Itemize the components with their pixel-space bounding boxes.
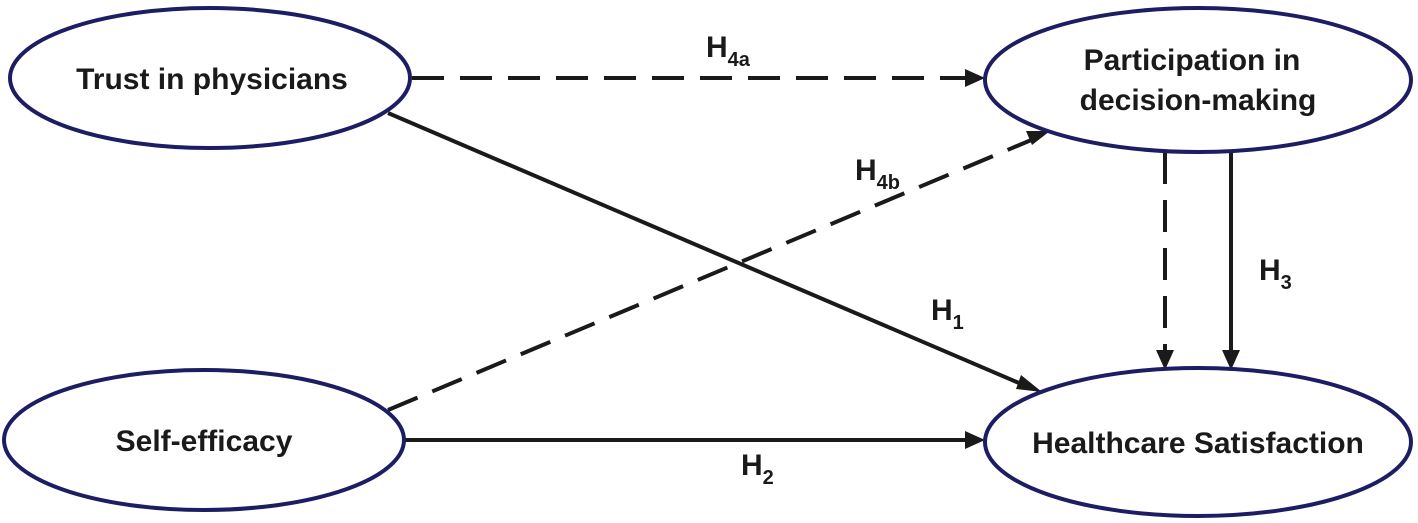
node-trust-label: Trust in physicians xyxy=(76,63,348,96)
label-h2-main: H xyxy=(741,449,763,482)
label-h3: H3 xyxy=(1259,254,1292,294)
node-self-efficacy-label: Self-efficacy xyxy=(116,425,293,458)
label-h4b: H4b xyxy=(855,154,900,194)
edges xyxy=(387,69,1240,449)
edge-labels: H4a H4b H1 H3 H2 xyxy=(706,31,1292,489)
edge-h1-trust-to-satisfaction xyxy=(387,111,1027,388)
label-h1-main: H xyxy=(931,294,953,327)
label-h4b-main: H xyxy=(855,154,877,187)
label-h4a-sub: 4a xyxy=(728,49,751,71)
node-participation-ellipse xyxy=(983,6,1413,154)
label-h2: H2 xyxy=(741,449,774,489)
arrowhead-h1 xyxy=(1016,375,1042,392)
node-participation-label-line2: decision-making xyxy=(1080,84,1317,117)
label-h4b-sub: 4b xyxy=(877,172,900,194)
label-h1: H1 xyxy=(931,294,964,334)
node-satisfaction-label: Healthcare Satisfaction xyxy=(1032,427,1364,460)
arrowhead-mediation xyxy=(1156,350,1174,370)
arrowhead-h4b xyxy=(1026,131,1050,145)
arrowhead-h3 xyxy=(1222,350,1240,370)
node-self-efficacy-ellipse xyxy=(2,368,406,512)
node-participation-label-line1: Participation in xyxy=(1084,44,1301,77)
label-h2-sub: 2 xyxy=(763,467,774,489)
arrowhead-h2 xyxy=(965,431,985,449)
nodes: Trust in physicians Self-efficacy Partic… xyxy=(2,6,1413,518)
label-h1-sub: 1 xyxy=(953,312,964,334)
node-participation-in-decision-making: Participation in decision-making xyxy=(983,6,1413,154)
node-satisfaction-ellipse xyxy=(983,366,1413,518)
node-healthcare-satisfaction: Healthcare Satisfaction xyxy=(983,366,1413,518)
edge-h4b-self-efficacy-to-participation xyxy=(387,136,1037,412)
label-h3-main: H xyxy=(1259,254,1281,287)
node-trust-in-physicians: Trust in physicians xyxy=(8,6,412,150)
label-h4a: H4a xyxy=(706,31,751,71)
node-self-efficacy: Self-efficacy xyxy=(2,368,406,512)
node-trust-ellipse xyxy=(8,6,412,150)
label-h4a-main: H xyxy=(706,31,728,64)
label-h3-sub: 3 xyxy=(1281,272,1292,294)
arrowhead-h4a xyxy=(965,69,985,87)
